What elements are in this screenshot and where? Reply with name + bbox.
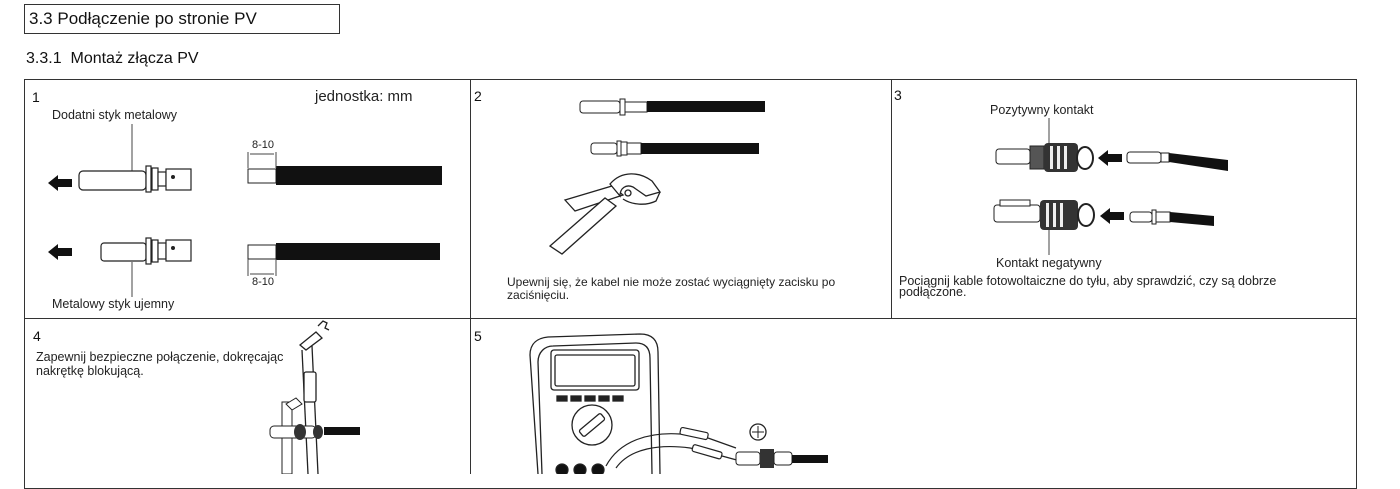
step-4-description: Zapewnij bezpieczne połączenie, dokręcaj…: [36, 350, 284, 378]
step-4-number: 4: [33, 328, 41, 344]
step-3-description: Pociągnij kable fotowoltaiczne do tyłu, …: [899, 274, 1277, 299]
crimped-cable-icon: [1126, 151, 1228, 171]
section-title: Podłączenie po stronie PV: [57, 9, 257, 28]
strip-length-bottom-label: 8-10: [252, 276, 275, 288]
step-2-description: Upewnij się, że kabel nie może zostać wy…: [507, 275, 836, 302]
pv-connector-icon: [269, 397, 360, 474]
step-4-illustration: [269, 320, 360, 474]
grid-row-divider: [24, 318, 1357, 319]
step-2-illustration: [548, 98, 765, 255]
stripped-cable-icon: [247, 243, 440, 276]
positive-connector-icon: [995, 143, 1094, 172]
negative-metal-contact-icon: [100, 237, 192, 265]
insert-arrow-icon: [1100, 208, 1124, 224]
push-arrow-icon: [48, 244, 72, 260]
negative-contact-label-step3: Kontakt negatywny: [996, 256, 1102, 270]
subsection-number: 3.3.1: [26, 50, 62, 67]
step-2-number: 2: [474, 88, 482, 104]
pv-connector-pair-icon: [735, 423, 828, 468]
section-number: 3.3: [29, 9, 53, 28]
negative-contact-label: Metalowy styk ujemny: [52, 297, 175, 311]
step-1-number: 1: [32, 89, 40, 105]
positive-contact-label: Dodatni styk metalowy: [52, 108, 178, 122]
grid-col-divider-2: [891, 79, 892, 319]
grid-col-divider-1: [470, 79, 471, 474]
crimping-pliers-icon: [548, 173, 662, 255]
push-arrow-icon: [48, 175, 72, 191]
stripped-cable-icon: [247, 152, 442, 185]
insert-arrow-icon: [1098, 150, 1122, 166]
contact-on-cable-icon: [579, 98, 765, 116]
section-heading: 3.3 Podłączenie po stronie PV: [24, 4, 340, 34]
positive-contact-label-step3: Pozytywny kontakt: [990, 103, 1094, 117]
positive-metal-contact-icon: [78, 165, 192, 193]
test-probes-icon: [605, 426, 745, 469]
step-1-unit-label: jednostka: mm: [315, 88, 413, 105]
step-3-illustration: [993, 118, 1228, 255]
negative-connector-icon: [993, 199, 1095, 230]
step-3-number: 3: [894, 87, 902, 103]
subsection-heading: 3.3.1 Montaż złącza PV: [26, 50, 199, 68]
strip-length-top-label: 8-10: [252, 139, 275, 151]
step-1-illustration: [48, 124, 442, 297]
multimeter-icon: [529, 333, 661, 474]
crimped-contact-icon: [590, 140, 759, 157]
crimped-cable-icon: [1129, 209, 1214, 226]
step-5-illustration: [529, 333, 828, 474]
wrench-tool-icon: [298, 320, 330, 474]
step-5-number: 5: [474, 328, 482, 344]
subsection-title: Montaż złącza PV: [70, 50, 199, 67]
